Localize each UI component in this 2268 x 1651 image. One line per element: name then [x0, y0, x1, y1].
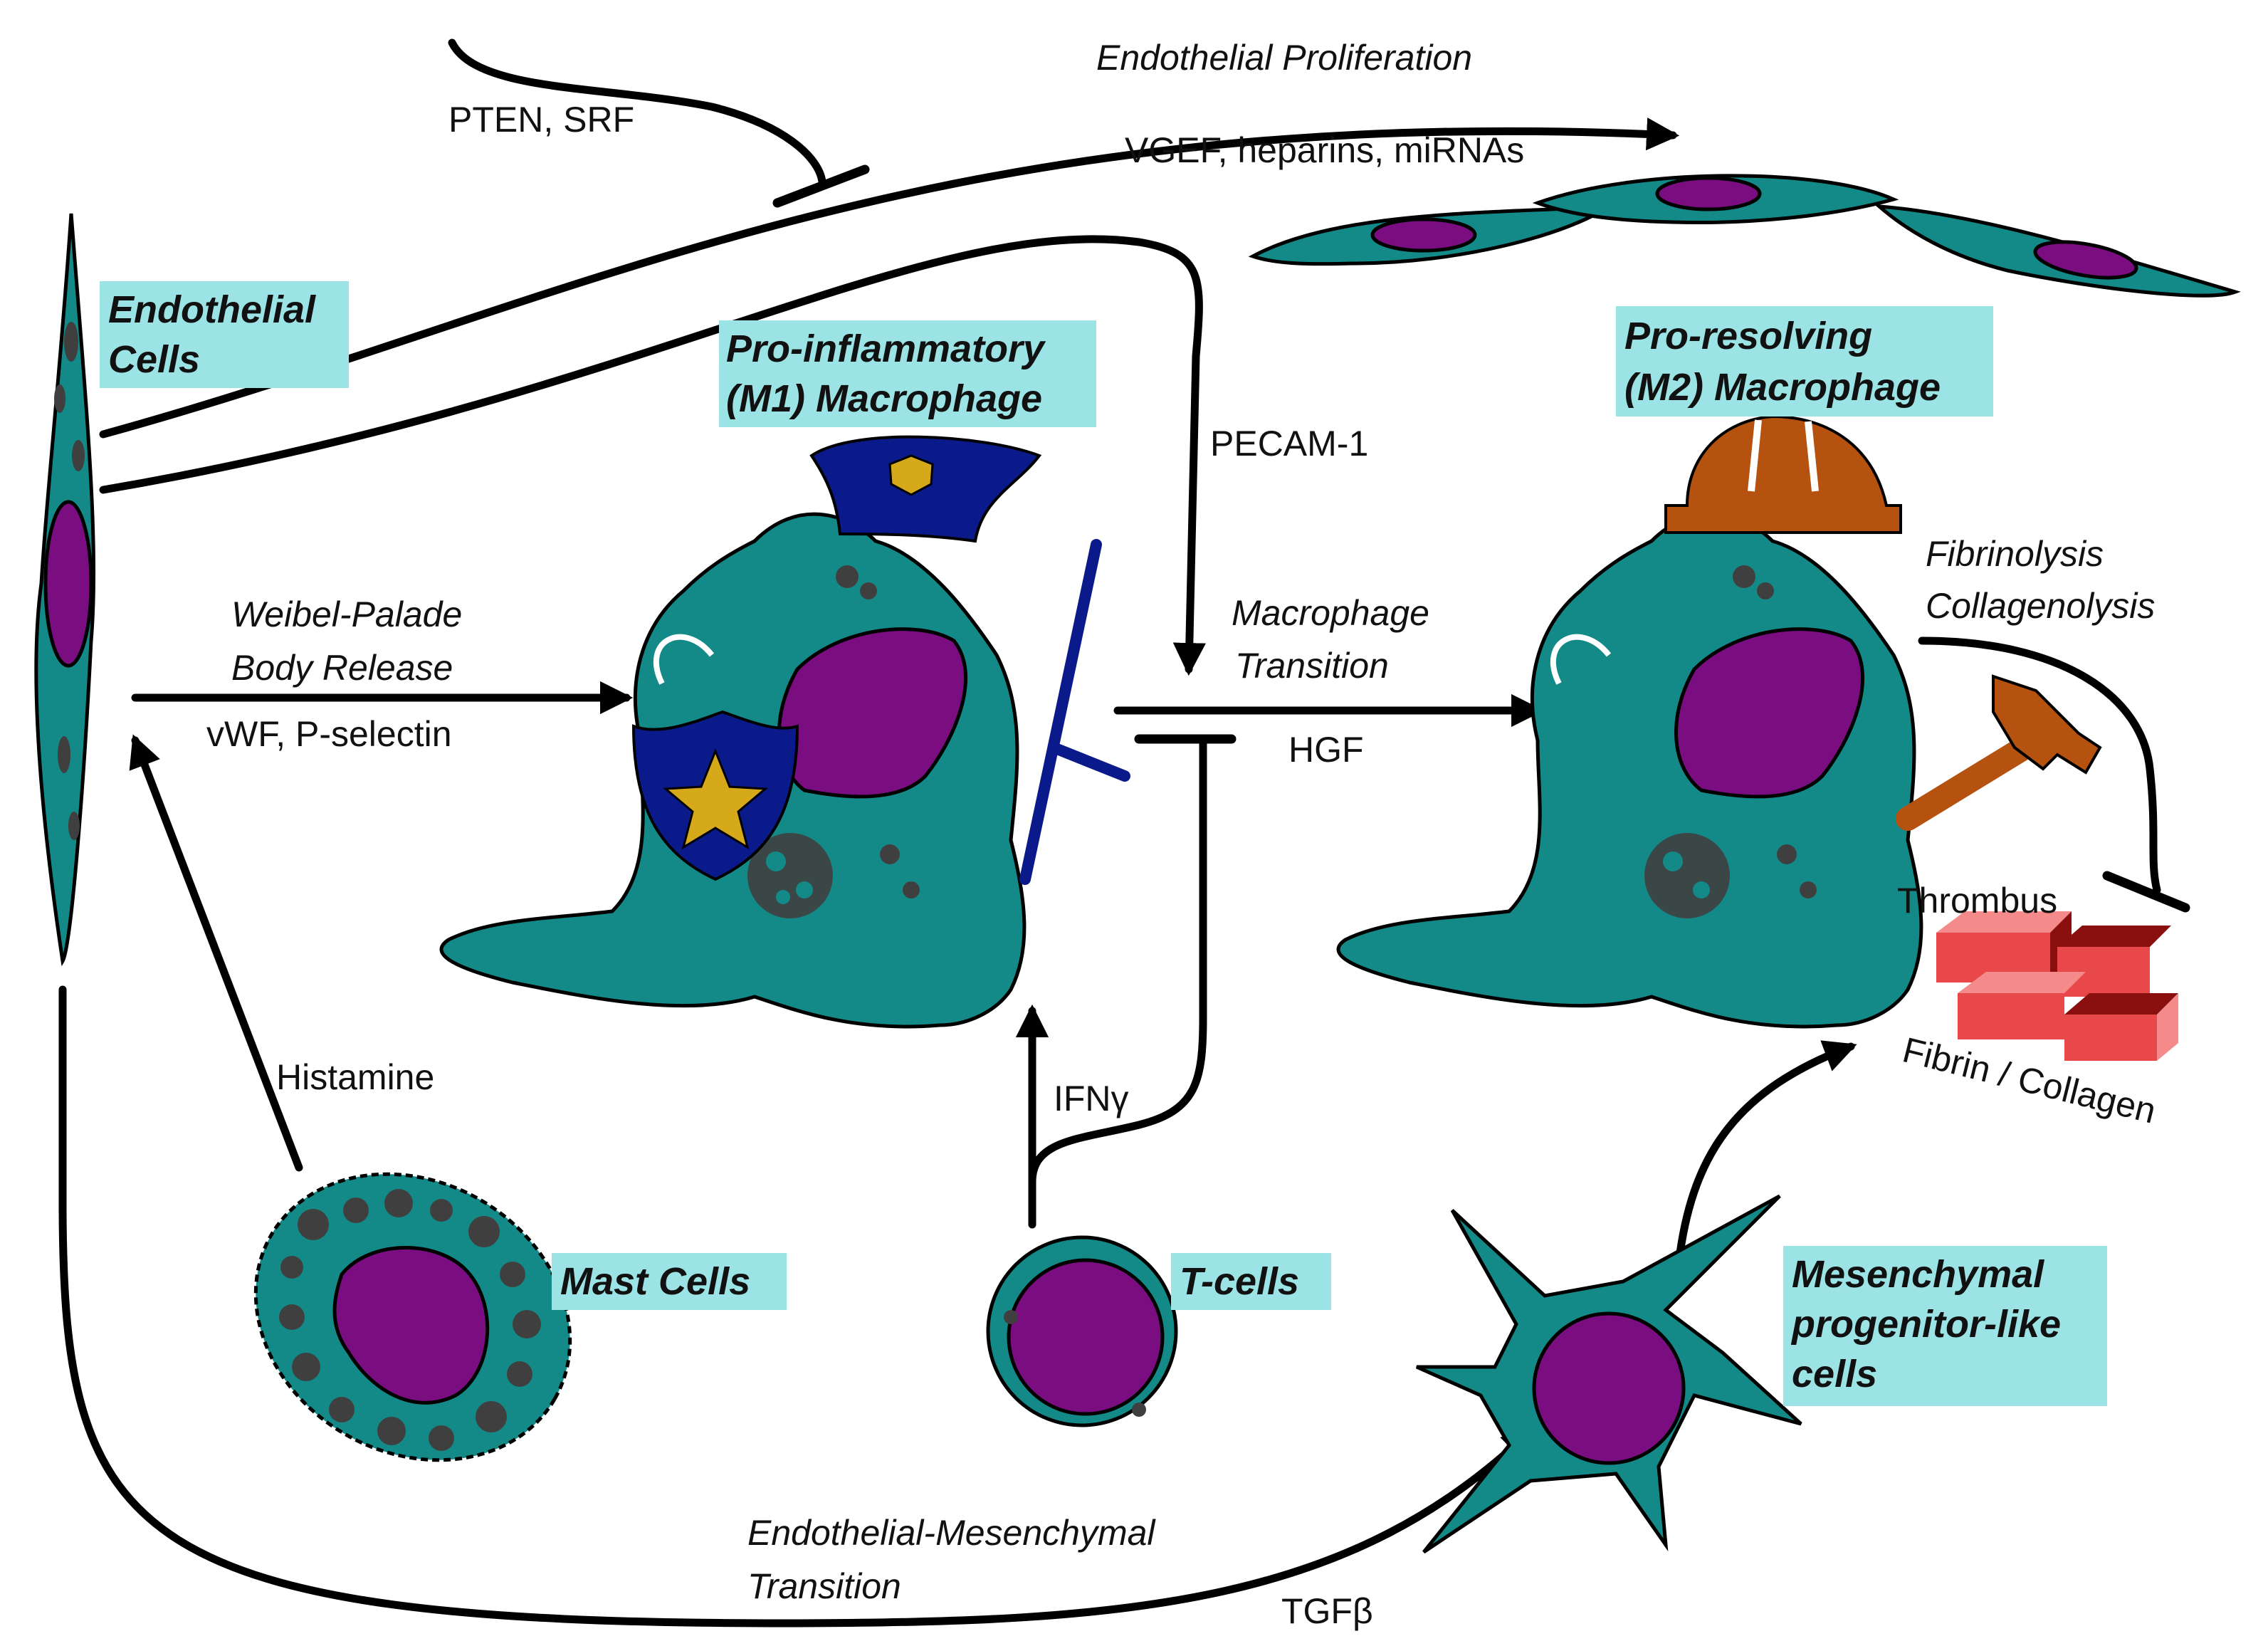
ifn-path [1028, 736, 1207, 1229]
endo-mes-arrow [58, 985, 1535, 1628]
proliferating-endothelial-cells [1248, 174, 2241, 298]
pten-inhibition-line [448, 38, 826, 186]
mast-cell [253, 1172, 572, 1462]
tcell-title-text: T-cells [1180, 1260, 1299, 1303]
mesenchymal-title-line-2: progenitor-like [1790, 1303, 2061, 1346]
vgef-label: VGEF, heparins, miRNAs [1125, 130, 1524, 170]
tgf-label: TGFβ [1281, 1591, 1373, 1631]
endo-mes-label-line-2: Transition [747, 1566, 901, 1606]
vwf-label: vWF, P-selectin [206, 714, 452, 754]
mesenchymal-title-line-3: cells [1792, 1353, 1877, 1395]
fibrinolysis-inhibit-bar [2102, 871, 2190, 913]
m2-title-line-1: Pro-resolving [1624, 315, 1872, 357]
fibrinolysis-label: Fibrinolysis [1926, 534, 2104, 574]
endothelial-proliferation-label: Endothelial Proliferation [1096, 38, 1472, 78]
ifn-label: IFNγ [1054, 1079, 1129, 1118]
weibel-label-line-2: Body Release [231, 648, 453, 688]
endothelial-title-line-2: Cells [108, 338, 200, 381]
macrophage-transition-line-2: Transition [1235, 646, 1389, 686]
collagenolysis-label: Collagenolysis [1926, 586, 2155, 626]
endothelial-title: Endothelial Cells [100, 281, 349, 388]
endothelial-cell [34, 213, 96, 967]
histamine-label: Histamine [276, 1057, 434, 1097]
pten-inhibition-bar [772, 164, 870, 208]
thrombus-label: Thrombus [1897, 881, 2057, 921]
m2-title-line-2: (M2) Macrophage [1624, 366, 1941, 409]
m2-macrophage [1336, 512, 1923, 1029]
police-hat-icon [809, 435, 1042, 543]
hard-hat-icon [1664, 414, 1902, 534]
m1-title-line-2: (M1) Macrophage [726, 377, 1042, 420]
m1-title: Pro-inflammatory (M1) Macrophage [719, 320, 1096, 427]
hgf-label: HGF [1288, 730, 1364, 770]
t-cell [986, 1235, 1178, 1427]
mast-title-text: Mast Cells [560, 1260, 750, 1303]
tcell-title: T-cells [1171, 1253, 1331, 1310]
mesenchymal-title-line-1: Mesenchymal [1792, 1253, 2044, 1296]
mesenchymal-cell [1415, 1194, 1802, 1554]
m1-title-line-1: Pro-inflammatory [726, 327, 1046, 370]
hammer-icon [1896, 674, 2102, 831]
police-badge-icon [631, 710, 799, 881]
pten-srf-label: PTEN, SRF [448, 100, 634, 140]
connections [58, 38, 2190, 1628]
baton-icon [1019, 539, 1130, 885]
brick-stack-icon [1936, 911, 2178, 1061]
macrophage-transition-line-1: Macrophage [1232, 593, 1429, 633]
mesenchymal-fibrin-arrow [1676, 1040, 1857, 1257]
m2-title: Pro-resolving (M2) Macrophage [1616, 306, 1993, 416]
fibrinolysis-arc [1918, 636, 2161, 894]
endo-mes-label-line-1: Endothelial-Mesenchymal [747, 1513, 1156, 1553]
proliferation-line-lower [99, 235, 1206, 676]
histamine-arrow [129, 734, 303, 1172]
endothelial-title-line-1: Endothelial [108, 288, 316, 331]
weibel-label-line-1: Weibel-Palade [231, 594, 462, 634]
mesenchymal-title: Mesenchymal progenitor-like cells [1783, 1246, 2107, 1406]
mast-title: Mast Cells [552, 1253, 787, 1310]
pecam-label: PECAM-1 [1210, 424, 1368, 463]
